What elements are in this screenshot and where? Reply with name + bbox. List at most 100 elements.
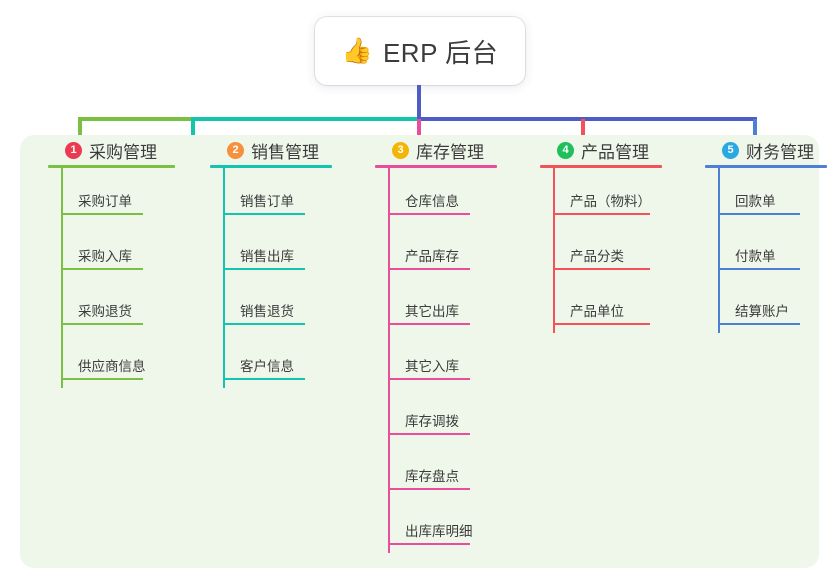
mindmap-column: 4 产品管理产品（物料） 产品分类产品单位 — [540, 135, 672, 333]
leaf-item-label: 采购订单 — [78, 194, 132, 209]
leaf-item-underline — [61, 378, 143, 380]
leaf-item[interactable]: 付款单 — [705, 223, 837, 278]
leaf-item-label: 仓库信息 — [405, 194, 459, 209]
column-items: 回款单付款单结算账户 — [705, 168, 837, 333]
leaf-item-underline — [718, 268, 800, 270]
leaf-item-underline — [61, 213, 143, 215]
leaf-item[interactable]: 销售出库 — [210, 223, 342, 278]
leaf-item-label: 结算账户 — [735, 304, 789, 319]
column-items: 采购订单采购入库采购退货供应商信息 — [48, 168, 185, 388]
leaf-item-label: 库存调拨 — [405, 414, 459, 429]
column-number-badge: 1 — [65, 141, 82, 159]
column-underline — [210, 165, 332, 168]
column-items: 销售订单销售出库销售退货客户信息 — [210, 168, 342, 388]
root-node[interactable]: 👍 ERP 后台 — [315, 17, 525, 85]
leaf-item-label: 客户信息 — [240, 359, 294, 374]
leaf-item-label: 销售退货 — [240, 304, 294, 319]
leaf-item-label: 库存盘点 — [405, 469, 459, 484]
leaf-item[interactable]: 客户信息 — [210, 333, 342, 388]
root-title: ERP 后台 — [382, 37, 499, 68]
leaf-item-label: 采购退货 — [78, 304, 132, 319]
column-underline — [540, 165, 662, 168]
leaf-item-label: 其它入库 — [405, 359, 459, 374]
column-number-badge: 3 — [392, 141, 409, 159]
leaf-item-label: 销售出库 — [240, 249, 294, 264]
leaf-item[interactable]: 产品（物料） — [540, 168, 672, 223]
column-title: 产品管理 — [581, 142, 649, 162]
leaf-item-label: 产品单位 — [570, 304, 624, 319]
leaf-item[interactable]: 采购退货 — [48, 278, 185, 333]
column-header-采购管理[interactable]: 1 采购管理 — [48, 135, 185, 165]
column-number-badge: 2 — [227, 141, 244, 159]
leaf-item-underline — [223, 323, 305, 325]
branch-drop-connector — [753, 119, 757, 147]
leaf-item[interactable]: 供应商信息 — [48, 333, 185, 388]
leaf-item-label: 供应商信息 — [78, 359, 146, 374]
leaf-item-underline — [223, 378, 305, 380]
leaf-item[interactable]: 其它出库 — [375, 278, 507, 333]
branch-drop-connector — [417, 119, 421, 147]
leaf-item-label: 付款单 — [735, 249, 776, 264]
leaf-item-underline — [388, 543, 470, 545]
leaf-item[interactable]: 销售退货 — [210, 278, 342, 333]
column-header-产品管理[interactable]: 4 产品管理 — [540, 135, 672, 165]
leaf-item[interactable]: 出库库明细 — [375, 498, 507, 553]
column-title: 采购管理 — [89, 142, 157, 162]
leaf-item-label: 回款单 — [735, 194, 776, 209]
leaf-item[interactable]: 产品单位 — [540, 278, 672, 333]
leaf-item-underline — [61, 268, 143, 270]
mindmap-column: 2 销售管理销售订单销售出库销售退货客户信息 — [210, 135, 342, 388]
leaf-item[interactable]: 其它入库 — [375, 333, 507, 388]
leaf-item[interactable]: 销售订单 — [210, 168, 342, 223]
leaf-item-label: 产品分类 — [570, 249, 624, 264]
bus-segment — [417, 117, 757, 121]
leaf-item-underline — [388, 213, 470, 215]
leaf-item[interactable]: 产品库存 — [375, 223, 507, 278]
leaf-item[interactable]: 采购订单 — [48, 168, 185, 223]
leaf-item-label: 销售订单 — [240, 194, 294, 209]
branch-drop-connector — [191, 119, 195, 147]
column-underline — [375, 165, 497, 168]
leaf-item-underline — [223, 268, 305, 270]
column-spine-connector — [553, 168, 555, 333]
column-items: 仓库信息产品库存其它出库其它入库库存调拨库存盘点出库库明细 — [375, 168, 507, 553]
leaf-item-underline — [388, 323, 470, 325]
column-underline — [48, 165, 175, 168]
mindmap-column: 1 采购管理采购订单采购入库采购退货供应商信息 — [48, 135, 185, 388]
leaf-item[interactable]: 结算账户 — [705, 278, 837, 333]
leaf-item[interactable]: 产品分类 — [540, 223, 672, 278]
column-spine-connector — [223, 168, 225, 388]
column-number-badge: 4 — [557, 141, 574, 159]
column-spine-connector — [61, 168, 63, 388]
column-spine-connector — [718, 168, 720, 333]
branch-drop-connector — [581, 119, 585, 147]
column-header-销售管理[interactable]: 2 销售管理 — [210, 135, 342, 165]
column-title: 销售管理 — [251, 142, 319, 162]
leaf-item[interactable]: 采购入库 — [48, 223, 185, 278]
column-title: 财务管理 — [746, 142, 814, 162]
leaf-item-underline — [388, 488, 470, 490]
bus-segment — [191, 117, 419, 121]
leaf-item-underline — [718, 213, 800, 215]
leaf-item-underline — [61, 323, 143, 325]
leaf-item-underline — [718, 323, 800, 325]
mindmap-panel: 1 采购管理采购订单采购入库采购退货供应商信息 2 销售管理销售订单销售出库销售退货客… — [20, 135, 827, 568]
leaf-item[interactable]: 仓库信息 — [375, 168, 507, 223]
leaf-item-underline — [553, 323, 650, 325]
leaf-item-underline — [388, 378, 470, 380]
leaf-item[interactable]: 库存盘点 — [375, 443, 507, 498]
leaf-item-underline — [553, 268, 650, 270]
leaf-item-label: 采购入库 — [78, 249, 132, 264]
column-underline — [705, 165, 827, 168]
root-trunk-connector — [417, 85, 421, 119]
leaf-item[interactable]: 回款单 — [705, 168, 837, 223]
leaf-item-label: 产品库存 — [405, 249, 459, 264]
leaf-item[interactable]: 库存调拨 — [375, 388, 507, 443]
column-items: 产品（物料） 产品分类产品单位 — [540, 168, 672, 333]
thumbs-up-icon: 👍 — [341, 36, 373, 65]
column-spine-connector — [388, 168, 390, 553]
